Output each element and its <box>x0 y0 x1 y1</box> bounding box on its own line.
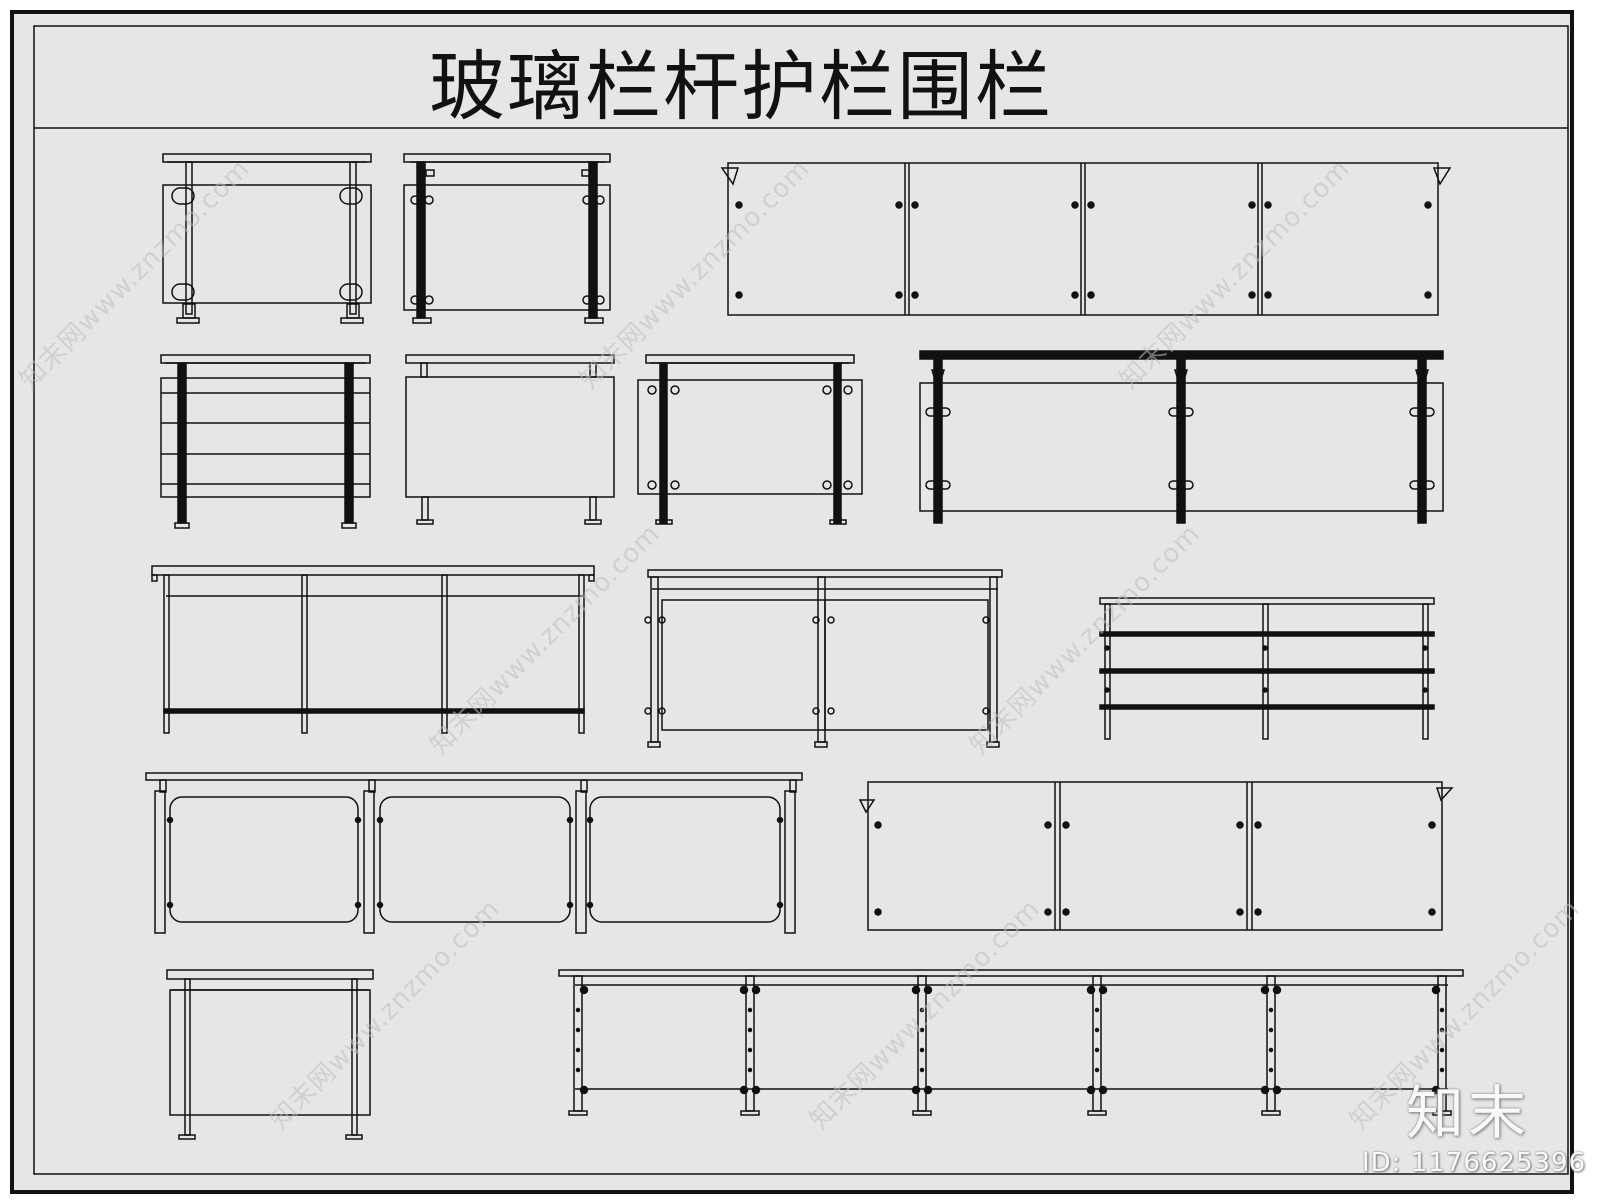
railing-elevation-14 <box>558 969 1464 1116</box>
drawing-title: 玻璃栏杆护栏围栏 <box>429 42 1053 131</box>
inner-frame <box>33 25 1569 1175</box>
railing-elevation-2 <box>403 153 611 324</box>
railing-elevation-3 <box>720 162 1452 316</box>
railing-elevation-7 <box>919 350 1444 524</box>
outer-frame <box>10 10 1574 1194</box>
railing-elevation-5 <box>405 354 615 525</box>
railing-elevation-10 <box>1099 597 1435 740</box>
asset-id: ID: 1176625396 <box>1362 1148 1587 1178</box>
railing-elevation-9 <box>644 569 1003 748</box>
railing-elevation-6 <box>637 354 863 525</box>
railing-elevation-4 <box>160 354 371 529</box>
railing-elevation-11 <box>145 772 803 934</box>
brand-logo-text: 知末 <box>1406 1079 1531 1147</box>
railing-elevation-1 <box>162 153 372 324</box>
railing-elevation-12 <box>858 781 1454 931</box>
railing-elevation-13 <box>166 969 374 1140</box>
railing-elevation-8 <box>151 565 595 734</box>
